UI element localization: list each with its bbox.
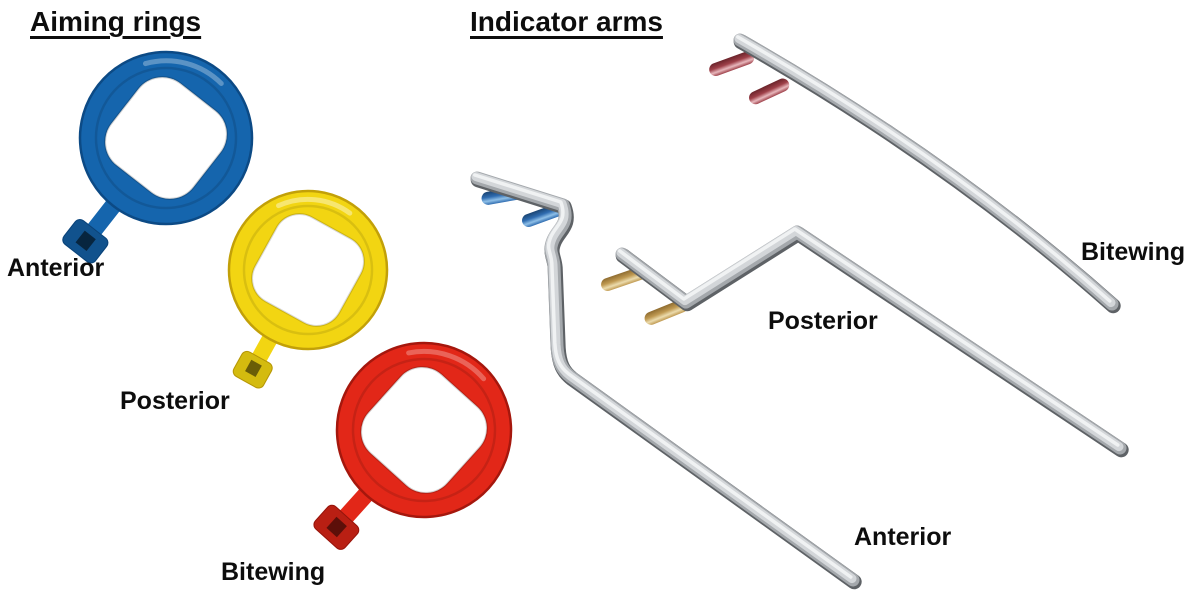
arm-bar-highlight (618, 227, 1120, 447)
ring-tab-hole (245, 359, 262, 377)
arm-bar (740, 40, 1112, 304)
arm-bar (622, 232, 1120, 448)
arm-bar-face (621, 231, 1119, 447)
arm-bar-dark-edge (623, 234, 1121, 450)
indicator-arm-posterior (601, 227, 1121, 450)
ring-hole (251, 213, 365, 327)
aiming-rings-heading: Aiming rings (30, 6, 202, 37)
ring-highlight (142, 58, 224, 86)
ring-highlight (276, 196, 353, 216)
arm-bar-dark-edge (741, 42, 1113, 306)
posterior-peg-2 (644, 299, 689, 325)
label-arm-bitewing: Bitewing (1081, 238, 1186, 266)
bitewing-peg-2 (749, 78, 790, 105)
ring-hole (104, 76, 228, 200)
ring-tab-hole (75, 230, 96, 252)
label-ring-posterior: Posterior (120, 387, 230, 415)
label-ring-anterior: Anterior (7, 254, 105, 282)
indicator-arm-anterior (475, 175, 854, 582)
label-arm-anterior: Anterior (854, 523, 952, 551)
bitewing-peg-1 (709, 51, 755, 76)
label-arm-posterior: Posterior (768, 307, 878, 335)
aiming-ring-anterior (62, 50, 254, 264)
ring-tab-hole (326, 516, 347, 538)
indicator-arms-heading: Indicator arms (470, 6, 663, 37)
aiming-ring-bitewing (313, 341, 513, 550)
ring-hole (360, 366, 488, 494)
ring-highlight (406, 348, 487, 382)
indicator-arm-bitewing (709, 37, 1113, 306)
label-ring-bitewing: Bitewing (221, 558, 326, 586)
